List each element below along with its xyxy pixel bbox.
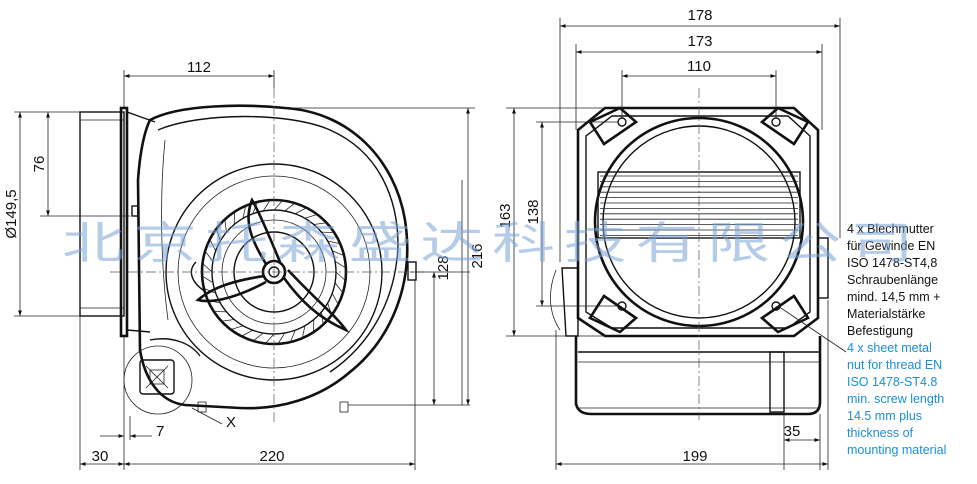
note-en-line: ISO 1478-ST4.8 bbox=[847, 375, 937, 389]
impeller-blade bbox=[289, 330, 296, 343]
impeller-blade bbox=[304, 214, 318, 219]
impeller-blade bbox=[204, 250, 214, 262]
impeller-blade bbox=[224, 219, 227, 233]
impeller-blade bbox=[295, 207, 307, 215]
impeller-blade bbox=[216, 228, 221, 242]
note-english: 4 x sheet metal nut for thread EN ISO 14… bbox=[847, 341, 946, 457]
impeller-blade bbox=[313, 222, 327, 225]
scroll-housing bbox=[136, 104, 409, 410]
impeller-blade bbox=[233, 211, 236, 225]
mount-hole bbox=[771, 301, 781, 311]
connector-box bbox=[139, 359, 175, 395]
impeller-blade bbox=[277, 332, 286, 345]
watermark: 北京托森盛达科技有限公司 bbox=[62, 218, 922, 269]
note-de-line: mind. 14,5 mm + bbox=[847, 290, 940, 304]
dim-110: 110 bbox=[687, 58, 711, 75]
mount-hole bbox=[771, 117, 781, 127]
impeller-blade bbox=[241, 329, 253, 337]
note-en-line: nut for thread EN bbox=[847, 358, 942, 372]
dim-216: 216 bbox=[469, 243, 486, 268]
impeller-blade bbox=[252, 332, 264, 342]
front-view: 112 76 Ø149,5 128 216 X 7 30 bbox=[3, 59, 486, 470]
impeller-blade bbox=[312, 319, 315, 333]
impeller-blade bbox=[265, 333, 275, 344]
note-en-line: 4 x sheet metal bbox=[847, 341, 932, 355]
impeller-blade bbox=[221, 319, 235, 322]
impeller-blade bbox=[334, 282, 344, 294]
note-de-line: für Gewinde EN bbox=[847, 239, 935, 253]
note-en-line: 14.5 mm plus bbox=[847, 409, 922, 423]
impeller-blade bbox=[242, 205, 247, 219]
dim-7: 7 bbox=[156, 423, 164, 440]
note-en-line: mounting material bbox=[847, 443, 946, 457]
dim-diameter: Ø149,5 bbox=[3, 189, 20, 238]
note-de-line: Materialstärke bbox=[847, 307, 926, 321]
impeller-blade bbox=[335, 271, 346, 281]
dim-178: 178 bbox=[687, 7, 712, 24]
impeller-blade bbox=[273, 200, 283, 211]
dim-163: 163 bbox=[497, 203, 514, 228]
dim-35: 35 bbox=[784, 423, 801, 440]
rotor-arm-right bbox=[282, 269, 350, 334]
motor-body bbox=[574, 336, 822, 416]
impeller-blade bbox=[230, 325, 244, 330]
dim-199: 199 bbox=[682, 448, 707, 465]
mount-hole bbox=[617, 117, 627, 127]
note-german: 4 x Blechmutter für Gewinde EN ISO 1478-… bbox=[847, 222, 940, 338]
note-de-line: 4 x Blechmutter bbox=[847, 222, 934, 236]
side-view: 178 173 110 163 138 35 199 bbox=[497, 7, 847, 470]
outlet-frame bbox=[576, 106, 820, 338]
impeller-blade bbox=[321, 231, 335, 234]
impeller-blade bbox=[331, 293, 339, 305]
impeller-blade bbox=[332, 250, 345, 257]
note-de-line: Befestigung bbox=[847, 324, 913, 338]
impeller-blade bbox=[301, 325, 306, 339]
note-de-line: Schraubenlänge bbox=[847, 273, 938, 287]
impeller-blade bbox=[213, 310, 227, 313]
note-de-line: ISO 1478-ST4,8 bbox=[847, 256, 937, 270]
detail-x-label: X bbox=[226, 414, 236, 431]
dim-112: 112 bbox=[187, 59, 211, 76]
dim-128: 128 bbox=[435, 255, 452, 280]
dim-220: 220 bbox=[259, 448, 284, 465]
dim-173: 173 bbox=[687, 33, 712, 50]
note-en-line: min. screw length bbox=[847, 392, 944, 406]
dim-30: 30 bbox=[92, 448, 109, 465]
inlet-collar bbox=[79, 111, 125, 317]
rotor-arm-left bbox=[195, 274, 267, 303]
impeller-blade bbox=[201, 275, 214, 284]
detail-x-circle bbox=[123, 345, 193, 415]
dim-76: 76 bbox=[31, 156, 48, 173]
dim-138: 138 bbox=[525, 199, 542, 224]
impeller-blade bbox=[262, 199, 271, 212]
impeller-blade bbox=[334, 260, 347, 269]
impeller-blade bbox=[202, 263, 213, 273]
rotor-arm-top bbox=[247, 197, 282, 265]
impeller-blade bbox=[284, 202, 296, 212]
note-en-line: thickness of bbox=[847, 426, 914, 440]
impeller-blade bbox=[209, 239, 217, 251]
impeller-blade bbox=[327, 240, 341, 245]
